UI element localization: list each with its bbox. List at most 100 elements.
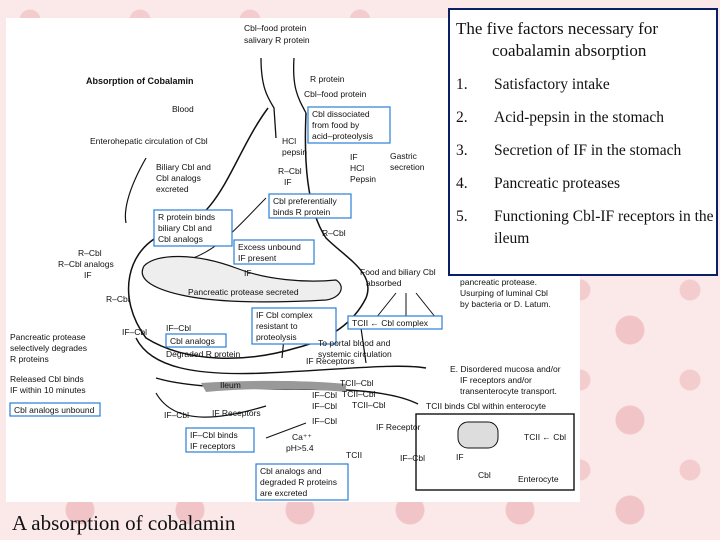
info-box-title: The five factors necessary for coabalami…: [450, 10, 716, 62]
label-right-1: pancreatic protease.: [460, 277, 537, 287]
label-tcii-within: TCII binds Cbl within enterocyte: [426, 401, 546, 411]
enterohepatic-arrow: [124, 157, 147, 224]
label-right-2: Usurping of luminal Cbl: [460, 288, 548, 298]
info-title-line-2: coabalamin absorption: [492, 41, 647, 60]
label-pref-1: Cbl preferentially: [273, 196, 338, 206]
cobalamin-absorption-diagram: Cbl–food protein salivary R protein Abso…: [9, 23, 575, 501]
label-ca: Ca⁺⁺: [292, 432, 312, 442]
label-if-receptor: IF Receptor: [376, 422, 421, 432]
portal-arrow: [360, 327, 367, 364]
label-biliary-3: excreted: [156, 184, 189, 194]
label-rbind-3: Cbl analogs: [158, 234, 203, 244]
label-unbound: Cbl analogs unbound: [14, 405, 95, 415]
box-tcii-complex: [347, 315, 443, 330]
label-rbind-1: R protein binds: [158, 212, 215, 222]
ileum-loop: [155, 392, 267, 418]
label-degraded-2: degraded R proteins: [260, 477, 337, 487]
label-hcl-2: HCl: [350, 163, 364, 173]
label-excess-1: Excess unbound: [238, 242, 301, 252]
factor-number: 5.: [456, 208, 468, 225]
factor-text: Satisfactory intake: [494, 76, 610, 93]
box-cbl-analogs: [165, 333, 227, 348]
label-if-cbl-right: IF–Cbl: [400, 453, 425, 463]
factor-item: 3.Secretion of IF in the stomach: [450, 140, 716, 162]
label-salivary-r-protein: salivary R protein: [244, 35, 310, 45]
diagram-title: Absorption of Cobalamin: [86, 76, 194, 86]
factor-item: 4. Pancreatic proteases: [450, 173, 716, 195]
label-gastric-2: secretion: [390, 162, 425, 172]
label-cbl-food-protein: Cbl–food protein: [244, 23, 307, 33]
box-if-cbl-complex: [251, 307, 337, 345]
label-portal-1: To portal blood and: [318, 338, 391, 348]
label-ileum: Ileum: [220, 380, 241, 390]
label-degraded-r: Degraded R protein: [166, 349, 240, 359]
label-excess-2: IF present: [238, 253, 277, 263]
label-if-4: IF: [244, 268, 252, 278]
label-if-cbl-5: IF–Cbl: [312, 401, 337, 411]
box-r-protein-binds: [153, 209, 233, 247]
label-tcii-cbl-2: TCII–Cbl: [342, 389, 376, 399]
label-pp-degrades-1: Pancreatic protease: [10, 332, 86, 342]
villi-shading: [201, 380, 346, 392]
label-r-cbl-3: R–Cbl: [78, 248, 102, 258]
label-r-cbl-analogs: R–Cbl analogs: [58, 259, 114, 269]
label-tcii-cbl-1: TCII–Cbl: [340, 378, 374, 388]
label-r-cbl-2: R–Cbl: [322, 228, 346, 238]
five-factors-box: The five factors necessary for coabalami…: [448, 8, 718, 276]
factor-text: Pancreatic proteases: [494, 175, 621, 192]
box-degraded-excreted: [255, 463, 349, 501]
label-cbl-analogs: Cbl analogs: [170, 336, 215, 346]
box-excess-if: [233, 239, 315, 265]
factor-number: 2.: [456, 109, 468, 126]
label-if-binds-1: IF–Cbl binds: [190, 430, 238, 440]
duodenum-outline: [135, 337, 427, 375]
label-r-cbl: R–Cbl: [278, 166, 302, 176]
label-ph: pH>5.4: [286, 443, 314, 453]
label-if-cbl-2: IF–Cbl: [166, 323, 191, 333]
label-dissociated-2: from food by: [312, 120, 360, 130]
factor-item: 2.Acid-pepsin in the stomach: [450, 107, 716, 129]
label-if-3: IF: [84, 270, 92, 280]
label-enterocyte: Enterocyte: [518, 474, 559, 484]
label-r-protein: R protein: [310, 74, 345, 84]
label-released-2: IF within 10 minutes: [10, 385, 86, 395]
factor-number: 4.: [456, 175, 468, 192]
label-biliary-2: Cbl analogs: [156, 173, 201, 183]
label-released-1: Released Cbl binds: [10, 374, 84, 384]
label-if-cbl-complex-1: IF Cbl complex: [256, 310, 313, 320]
label-if-cbl-complex-3: proteolysis: [256, 332, 297, 342]
label-food-biliary-1: Food and biliary Cbl: [360, 267, 436, 277]
label-if-2: IF: [284, 177, 292, 187]
label-tcii-cbl-right: TCII ← Cbl: [524, 432, 566, 442]
box-if-cbl-binds: [185, 427, 255, 453]
label-if-cbl-complex-2: resistant to: [256, 321, 298, 331]
factor-item: 1. Satisfactory intake: [450, 74, 716, 96]
label-if-cbl-6: IF–Cbl: [312, 416, 337, 426]
label-pp-degrades-3: R proteins: [10, 354, 49, 364]
factor-number: 1.: [456, 76, 468, 93]
receptor-arrow: [265, 422, 307, 439]
label-hcl: HCl: [282, 136, 296, 146]
label-disordered-3: transenterocyte transport.: [460, 386, 557, 396]
factor-item: 5. Functioning Cbl-IF receptors in the il…: [450, 206, 716, 250]
label-r-cbl-4: R–Cbl: [106, 294, 130, 304]
label-gastric-1: Gastric: [390, 151, 418, 161]
label-if-cbl: IF–Cbl: [122, 327, 147, 337]
label-right-3: by bacteria or D. Latum.: [460, 299, 551, 309]
label-cbl-food-protein-2: Cbl–food protein: [304, 89, 367, 99]
factor-list: 1. Satisfactory intake 2.Acid-pepsin in t…: [450, 74, 716, 250]
absorption-arrows: [375, 292, 437, 319]
label-pp-degrades-2: selectively degrades: [10, 343, 87, 353]
label-pancreatic-secreted: Pancreatic protease secreted: [188, 287, 299, 297]
factor-text: Functioning Cbl-IF receptors in the ileu…: [494, 208, 714, 247]
label-enterohepatic: Enterohepatic circulation of Cbl: [90, 136, 208, 146]
label-pref-2: binds R protein: [273, 207, 330, 217]
enterocyte-nucleus: [457, 421, 499, 449]
label-if-receptors: IF Receptors: [306, 356, 355, 366]
label-biliary-1: Biliary Cbl and: [156, 162, 211, 172]
label-if-cbl-3: IF–Cbl: [164, 410, 189, 420]
box-cbl-dissociated: [307, 106, 391, 144]
label-rbind-2: biliary Cbl and: [158, 223, 212, 233]
label-dissociated-1: Cbl dissociated: [312, 109, 370, 119]
label-if-binds-2: IF receptors: [190, 441, 235, 451]
